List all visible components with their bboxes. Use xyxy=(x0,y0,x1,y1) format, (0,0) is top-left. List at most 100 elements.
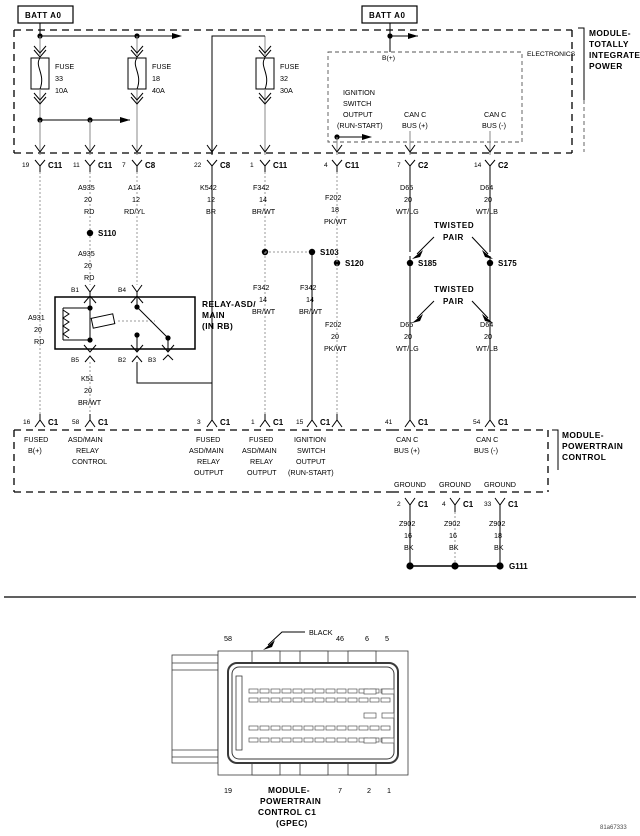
relay-name-line-2: MAIN xyxy=(202,310,225,320)
top-bus-arrow-left xyxy=(172,33,182,39)
pcm-sym-41 xyxy=(331,414,343,428)
relay-term-b5-sym xyxy=(84,355,96,363)
electronics-fn-1-line-3: OUTPUT xyxy=(343,110,373,119)
d64u-circuit: D64 xyxy=(480,183,493,192)
conn-sym-22c8 xyxy=(206,159,218,172)
conn-name-c11-c: C11 xyxy=(273,161,288,170)
conn-sym-1c11 xyxy=(259,159,271,172)
f202u-gauge: 18 xyxy=(331,205,339,214)
pcm-fn-3-line-2: ASD/MAIN xyxy=(189,446,224,455)
connector-row-top: 19 C11 11 C11 7 C8 22 C8 1 C11 4 C11 7 C… xyxy=(22,159,509,172)
ground-sym-2 xyxy=(404,497,416,512)
twisted-pair-lower-line-2: PAIR xyxy=(443,297,464,306)
conn-sym-7c8 xyxy=(131,159,143,172)
relay-name-line-3: (IN RB) xyxy=(202,321,233,331)
d65u-circuit: D65 xyxy=(400,183,413,192)
f202u-color: PK/WT xyxy=(324,217,347,226)
relay-term-b4-sym xyxy=(131,284,143,293)
pcm-conn-15: C1 xyxy=(320,418,331,427)
relay-term-b3-label: B3 xyxy=(148,357,156,364)
k51-color: BR/WT xyxy=(78,398,102,407)
f342t-color: BR/WT xyxy=(252,207,276,216)
a935u-circuit: A935 xyxy=(78,183,95,192)
ground-conn-2: C1 xyxy=(418,500,429,509)
connector-title-line-2: POWERTRAIN xyxy=(260,796,321,806)
fuse33-chevron-2 xyxy=(33,49,47,58)
relay-b3-route-to-k542 xyxy=(136,362,212,384)
d64u-gauge: 20 xyxy=(484,195,492,204)
ground-dot-2 xyxy=(451,562,459,570)
z902b-gauge: 16 xyxy=(449,531,457,540)
connector-pin-grid-small xyxy=(248,688,391,743)
d64u-color: WT/LB xyxy=(476,207,498,216)
connector-bot-pin-7: 7 xyxy=(338,786,342,795)
pcm-conn-3: C1 xyxy=(220,418,231,427)
pcm-fn-41-line-2: BUS (+) xyxy=(394,446,420,455)
pin7c8-chevron xyxy=(131,144,143,153)
tipm-module-label-line-2: TOTALLY xyxy=(589,39,629,49)
canc-neg-chevron xyxy=(484,144,496,153)
relay-term-b3-sym xyxy=(162,354,174,361)
connector-callout-leader xyxy=(267,631,305,646)
relay-b5-arrow-down xyxy=(83,344,97,353)
f342l-circuit: F342 xyxy=(253,283,269,292)
ground-label-g111: G111 xyxy=(509,562,528,571)
pcm-label-bracket xyxy=(552,429,559,470)
fuse18-rating: 40A xyxy=(152,86,165,95)
connector-top-pin-5: 5 xyxy=(385,634,389,643)
pcm-ground-label-3: GROUND xyxy=(484,480,516,489)
conn-sym-19 xyxy=(34,159,46,172)
twisted-pair-lower-line-1: TWISTED xyxy=(434,285,474,294)
electronics-fn-1-line-1: IGNITION xyxy=(343,88,375,97)
relay-b1-arrow-up xyxy=(83,295,97,304)
twisted-pair-upper-arrow-left-line xyxy=(416,236,435,255)
fuse32-chevron-2 xyxy=(258,49,272,58)
d64l-circuit: D64 xyxy=(480,320,493,329)
tipm-module-label-line-1: MODULE- xyxy=(589,28,631,38)
connector-side-flange xyxy=(171,654,219,764)
pcm-fn-3-line-4: OUTPUT xyxy=(194,468,224,477)
relay-b3-arrow-down xyxy=(161,344,175,353)
connector-title-line-4: (GPEC) xyxy=(276,818,308,828)
conn-sym-4c11 xyxy=(331,159,343,172)
relay-b4-arrow-up xyxy=(130,295,144,304)
a931-circuit: A931 xyxy=(28,313,45,322)
relay-body xyxy=(54,296,196,350)
z902b-color: BK xyxy=(449,543,459,552)
splice-label-s175: S175 xyxy=(498,259,517,268)
pcm-fn-15-line-2: SWITCH xyxy=(297,446,325,455)
f342l-color: BR/WT xyxy=(252,307,276,316)
fuse18-chevron-1 xyxy=(130,45,144,54)
pcm-pin-16: 16 xyxy=(23,419,31,426)
a14-circuit: A14 xyxy=(128,183,141,192)
a931-gauge: 20 xyxy=(34,325,42,334)
pcm-sym-41b xyxy=(404,414,416,428)
fuse33-body xyxy=(30,57,50,90)
connector-top-pin-58: 58 xyxy=(224,634,232,643)
z902a-color: BK xyxy=(404,543,414,552)
connector-bot-pin-1: 1 xyxy=(387,786,391,795)
pcm-ground-label-2: GROUND xyxy=(439,480,471,489)
twisted-pair-lower-arrow-right-line xyxy=(471,300,489,319)
fuse33-rating: 10A xyxy=(55,86,68,95)
f202l-color: PK/WT xyxy=(324,344,347,353)
pcm-sym-58 xyxy=(84,414,96,428)
k542-circuit: K542 xyxy=(200,183,217,192)
pcm-sym-1 xyxy=(259,414,271,428)
fuse18-number: 18 xyxy=(152,74,160,83)
fuse18-chevron-2 xyxy=(130,49,144,58)
pcm-fn-1-line-3: RELAY xyxy=(250,457,273,466)
d64l-color: WT/LB xyxy=(476,344,498,353)
f202u-circuit: F202 xyxy=(325,193,341,202)
fuse32-body xyxy=(255,57,275,90)
pcm-fn-15-line-4: (RUN-START) xyxy=(288,468,334,477)
d65l-circuit: D65 xyxy=(400,320,413,329)
connector-callout-arrow xyxy=(263,640,275,650)
d65u-color: WT/LG xyxy=(396,207,419,216)
pcm-ground-pin-row: 2 C1 4 C1 33 C1 xyxy=(397,497,519,512)
top-bus-arrow-right xyxy=(408,33,418,39)
pcm-fn-3-line-3: RELAY xyxy=(197,457,220,466)
fuse33-chevron-4 xyxy=(33,96,47,105)
d65l-gauge: 20 xyxy=(404,332,412,341)
